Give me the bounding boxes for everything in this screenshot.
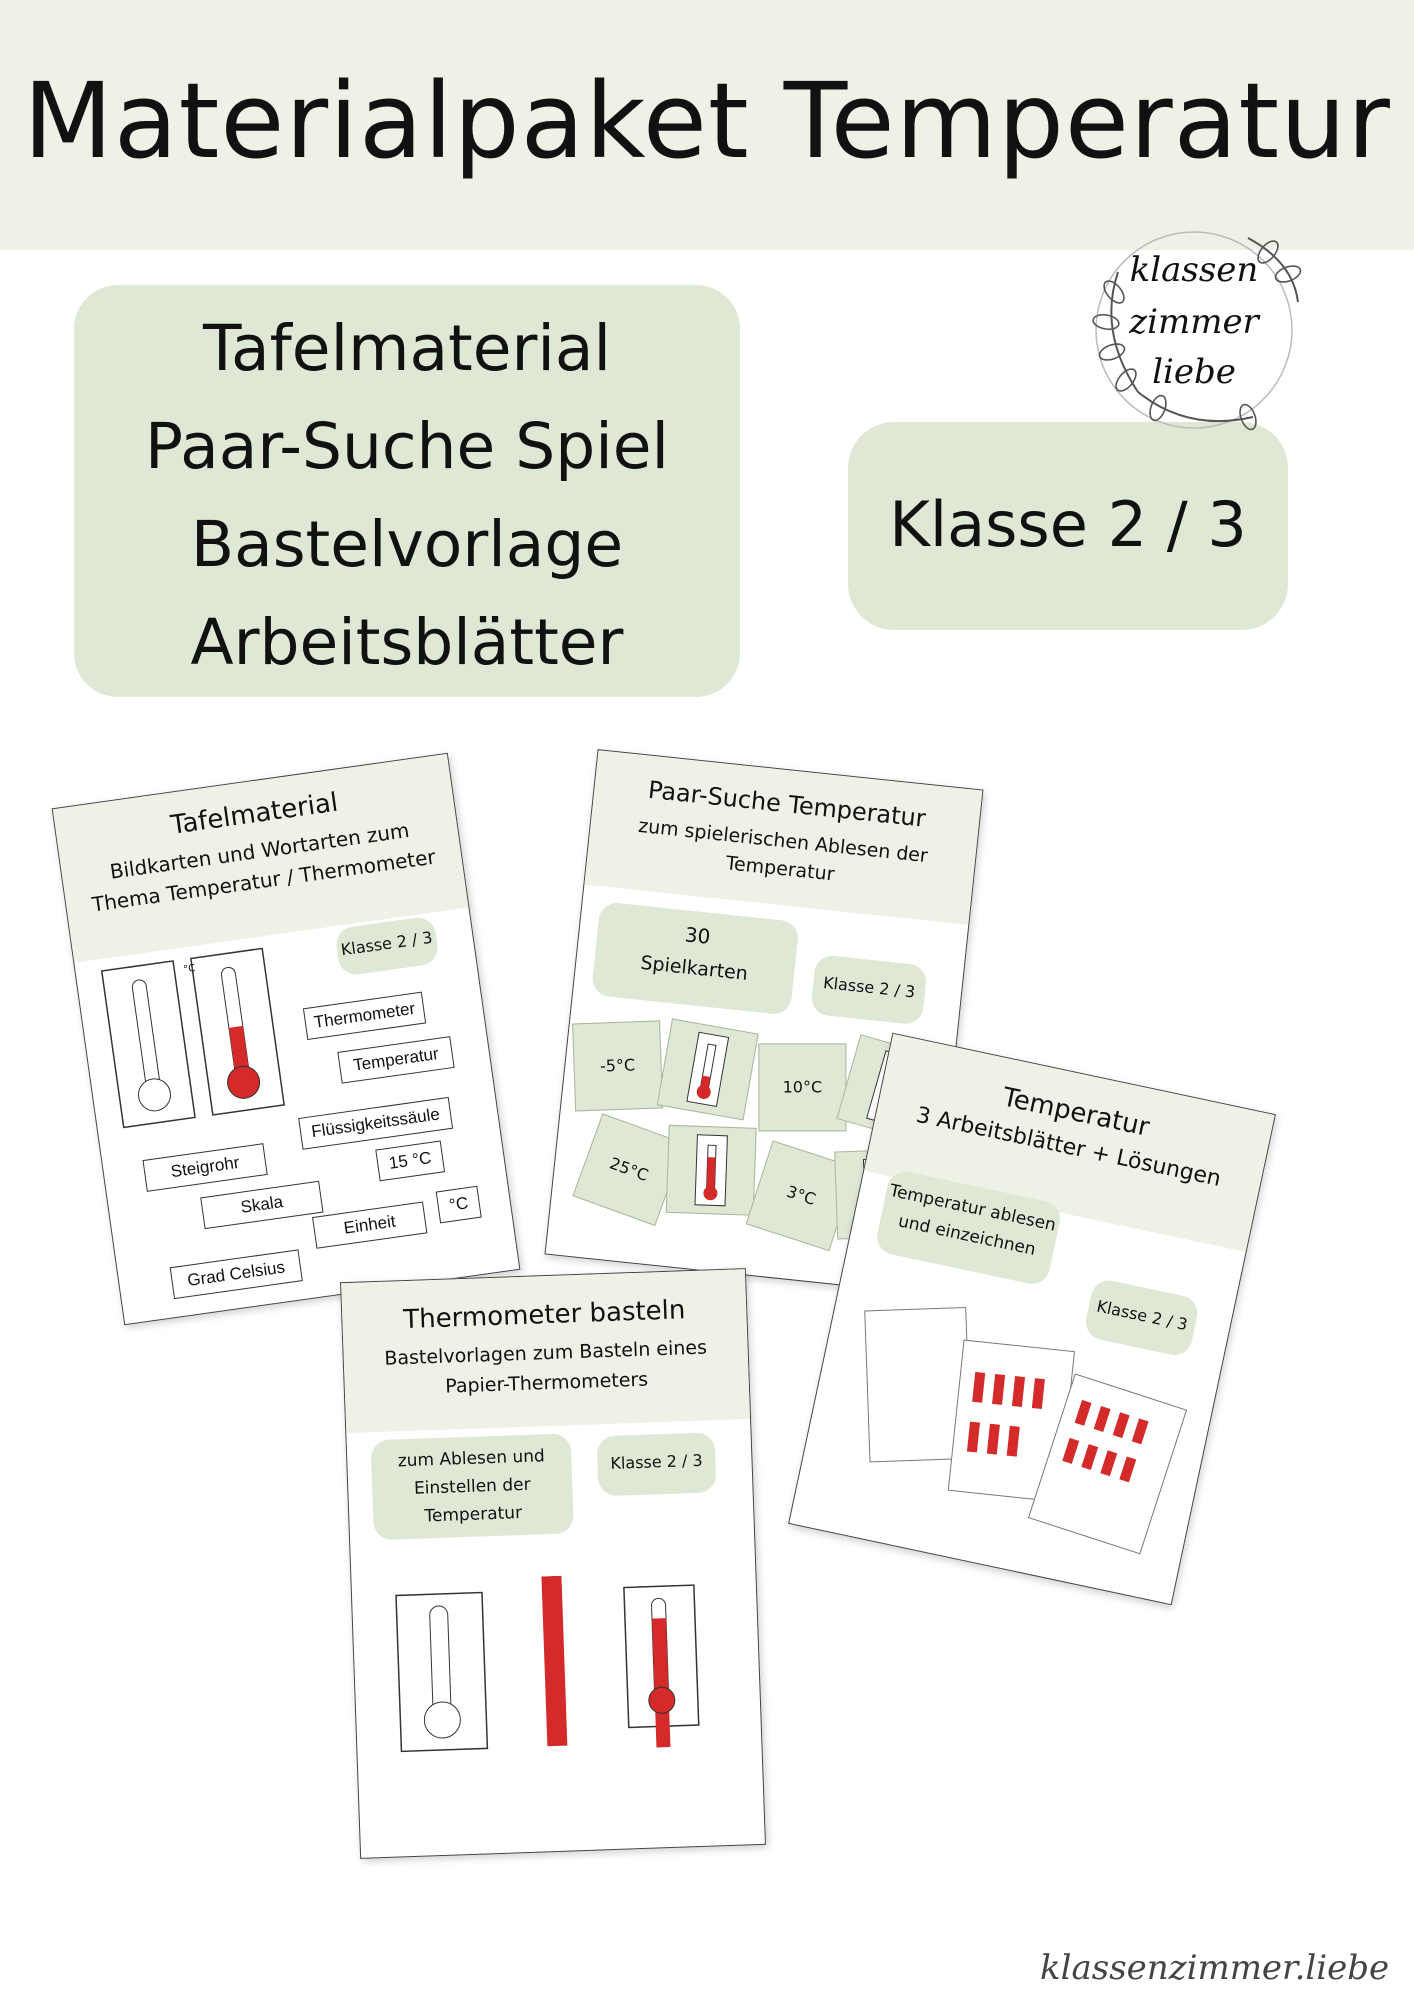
- leaf-wreath-icon: [1092, 231, 1302, 431]
- page-title: Materialpaket Temperatur: [23, 60, 1391, 182]
- brand-logo: klassen zimmer liebe: [1078, 212, 1310, 444]
- grade-badge: [848, 422, 1288, 630]
- preview-sheet-tafelmaterial: Tafelmaterial Bildkarten und Wortarten z…: [51, 752, 521, 1326]
- title-banner: [0, 0, 1414, 250]
- word-card: °C: [435, 1185, 482, 1224]
- logo-text-line-2: zimmer: [1129, 302, 1259, 342]
- grade-text: Klasse 2 / 3: [889, 488, 1247, 561]
- word-card: Temperatur: [337, 1036, 455, 1084]
- word-card: Steigrohr: [142, 1143, 268, 1192]
- content-item-bastelvorlage: Bastelvorlage: [190, 508, 624, 581]
- game-card: 10°C: [758, 1043, 847, 1132]
- signature: klassenzimmer.liebe: [1040, 1948, 1390, 1988]
- word-card: Einheit: [312, 1201, 428, 1249]
- preview-sheet-arbeitsblaetter: Temperatur 3 Arbeitsblätter + Lösungen T…: [788, 1032, 1276, 1606]
- content-item-tafelmaterial: Tafelmaterial: [202, 312, 612, 385]
- thermometer-images: [100, 947, 286, 1129]
- craft-templates: [395, 1575, 700, 1753]
- contents-box: [74, 285, 740, 697]
- game-card-thermometer: [665, 1124, 757, 1216]
- logo-text-line-3: liebe: [1152, 352, 1236, 392]
- logo-text-line-1: klassen: [1129, 250, 1259, 290]
- word-card: Grad Celsius: [169, 1249, 303, 1300]
- preview-sheet-bastelvorlage: Thermometer basteln Bastelvorlagen zum B…: [340, 1268, 766, 1859]
- word-card: 15 °C: [375, 1140, 446, 1182]
- worksheet-thumbnail: [947, 1339, 1075, 1503]
- word-card: Thermometer: [302, 991, 427, 1041]
- game-card-thermometer: [656, 1018, 759, 1121]
- worksheet-thumbnail: [1027, 1373, 1188, 1555]
- content-item-paar-suche: Paar-Suche Spiel: [145, 410, 669, 483]
- content-item-arbeitsblaetter: Arbeitsblätter: [190, 606, 624, 679]
- game-card: -5°C: [572, 1020, 664, 1112]
- word-card: Skala: [200, 1180, 324, 1230]
